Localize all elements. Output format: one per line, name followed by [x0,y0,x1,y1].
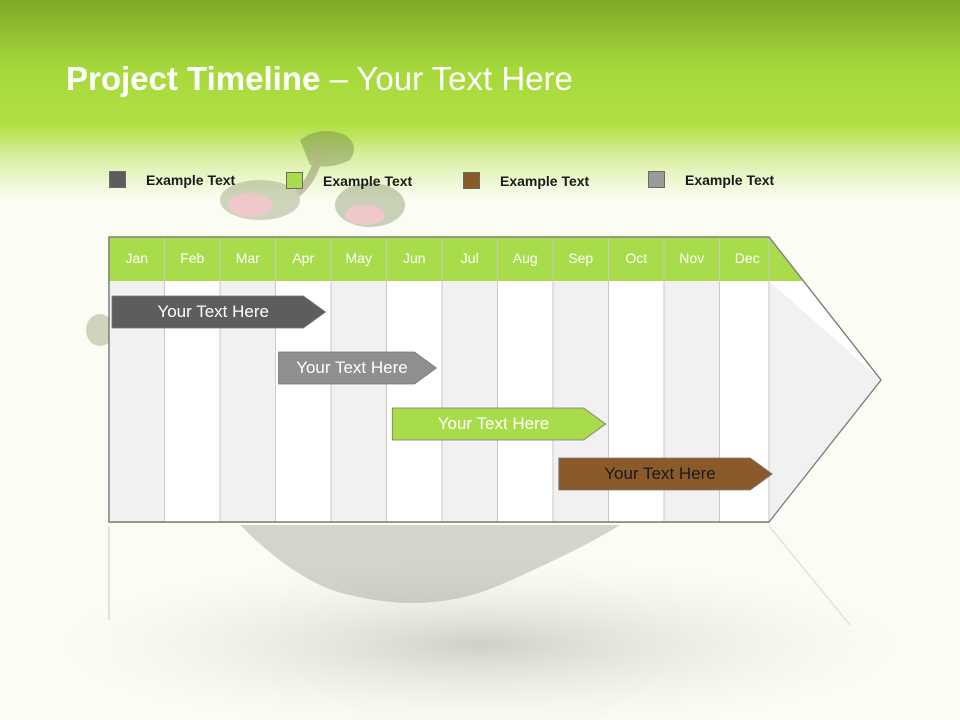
legend-label: Example Text [323,173,413,189]
legend-swatch [109,171,126,188]
month-label-oct: Oct [625,250,648,266]
task-bar-label-4: Your Text Here [604,464,716,483]
month-label-jun: Jun [402,250,426,266]
task-bar-4 [558,457,773,491]
month-label-aug: Aug [512,250,538,266]
month-label-feb: Feb [180,250,205,266]
legend-swatch [286,172,303,189]
task-bar-label-2: Your Text Here [296,358,408,377]
legend-label: Example Text [500,173,590,189]
page-title-bold: Project Timeline [66,60,321,97]
page-title-rest: – Your Text Here [320,60,573,97]
task-bar-label-3: Your Text Here [437,414,550,433]
month-label-mar: Mar [235,250,260,266]
month-label-sep: Sep [568,250,594,266]
month-column [331,281,387,522]
month-column [442,281,498,522]
month-label-apr: Apr [292,250,315,266]
header-band [0,0,960,200]
legend-label: Example Text [685,172,775,188]
month-column [497,281,553,522]
timeline-arrow-outline [108,236,882,523]
task-bar-3 [391,407,607,441]
task-bar-label-1: Your Text Here [157,302,269,321]
month-label-jul: Jul [460,250,479,266]
month-label-may: May [345,250,372,266]
legend-swatch [463,172,480,189]
task-bar-2 [278,351,438,385]
legend-label: Example Text [146,172,236,188]
legend-swatch [648,171,665,188]
reflection-line [768,525,851,626]
month-label-jan: Jan [125,250,149,266]
arrow-head-fill [769,281,881,522]
month-column [386,281,442,522]
task-bar-1 [111,295,327,329]
month-label-dec: Dec [734,250,760,266]
month-label-nov: Nov [679,250,705,266]
month-header-band [109,237,804,281]
page-title: Project Timeline – Your Text Here [66,60,573,98]
